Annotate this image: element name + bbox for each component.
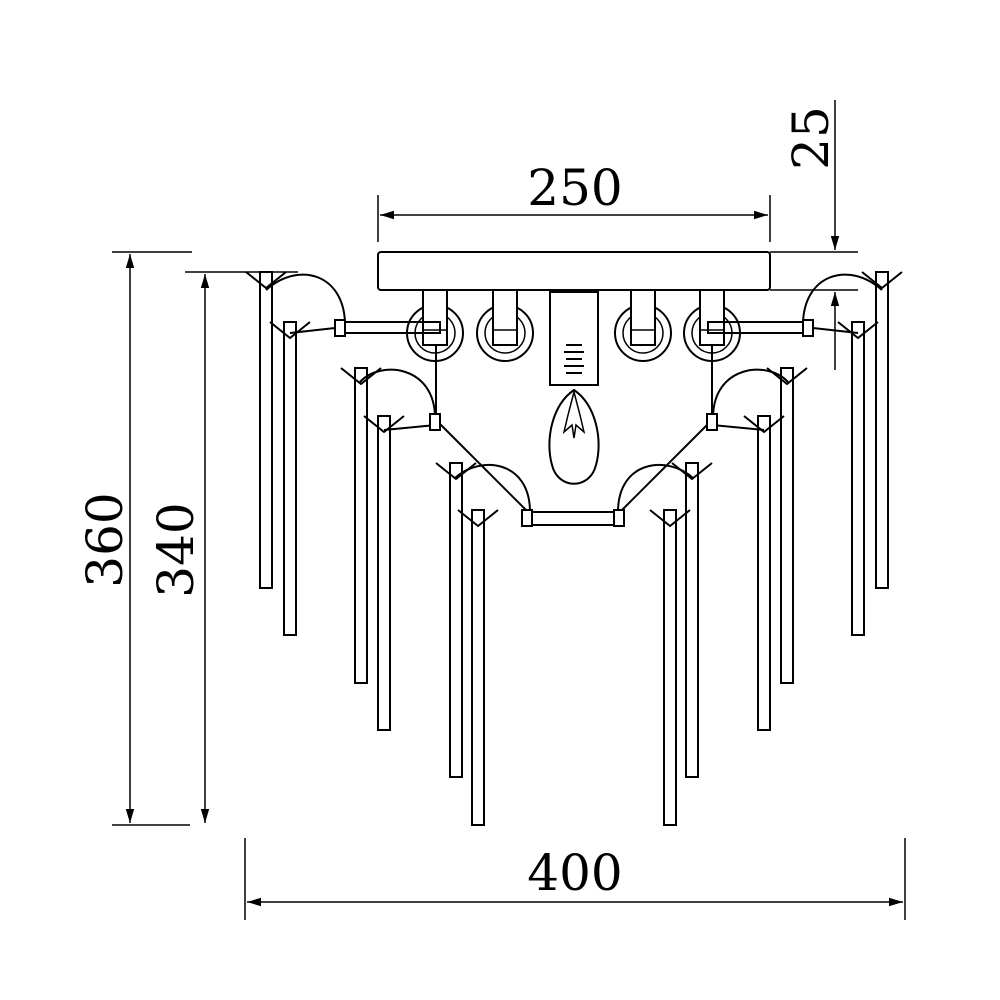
rod-hook	[649, 509, 691, 528]
arm	[265, 273, 346, 326]
arm-clip	[706, 413, 718, 431]
dimension-total-width: 400	[244, 838, 906, 920]
arm-clip	[613, 509, 625, 527]
crystal-rod	[757, 415, 771, 731]
crystal-rod	[471, 509, 485, 826]
crystal-rod	[259, 271, 273, 589]
rod-hook	[837, 321, 879, 340]
rod-hook	[363, 415, 405, 434]
arm	[711, 424, 765, 431]
dimension-label-250: 250	[527, 159, 622, 217]
crystal-rod	[283, 321, 297, 636]
bulb-socket	[562, 344, 586, 386]
rod-hook	[245, 271, 287, 290]
arm-clip	[334, 319, 346, 337]
dimension-label-340: 340	[147, 502, 205, 597]
arm	[812, 327, 859, 334]
arm	[617, 464, 694, 513]
arm	[802, 273, 883, 326]
arm	[712, 368, 789, 419]
socket-mount	[699, 289, 725, 346]
crystal-rod	[354, 367, 368, 684]
wall-plate	[377, 251, 771, 291]
arm-clip	[521, 509, 533, 527]
socket-mount	[422, 289, 448, 346]
rod-hook	[457, 509, 499, 528]
dimension-label-25: 25	[782, 106, 840, 170]
dimension-total-height: 360	[76, 251, 192, 826]
arm	[435, 419, 529, 513]
dimension-label-360: 360	[76, 492, 134, 587]
crystal-rod	[875, 271, 889, 589]
candle-holder	[549, 291, 599, 386]
dimension-rod-height: 340	[147, 271, 298, 823]
fixture	[245, 251, 903, 826]
crystal-rod	[780, 367, 794, 684]
arm-clip	[802, 319, 814, 337]
rod-hook	[743, 415, 785, 434]
rod-hook	[861, 271, 903, 290]
arm-clip	[429, 413, 441, 431]
crystal-rod	[377, 415, 391, 731]
socket-mount	[630, 289, 656, 346]
arm	[454, 464, 531, 513]
arm	[619, 419, 713, 513]
crystal-rod	[851, 321, 865, 636]
dimension-plate-width: 250	[377, 159, 771, 242]
crossbar	[524, 511, 624, 526]
dimension-label-400: 400	[527, 844, 622, 902]
crystal-rod	[685, 462, 699, 778]
socket-mount	[492, 289, 518, 346]
arm	[383, 424, 437, 431]
crystal-rod	[449, 462, 463, 778]
crystal-rod	[663, 509, 677, 826]
arm	[289, 327, 336, 334]
rod-hook	[269, 321, 311, 340]
arm	[359, 368, 436, 419]
